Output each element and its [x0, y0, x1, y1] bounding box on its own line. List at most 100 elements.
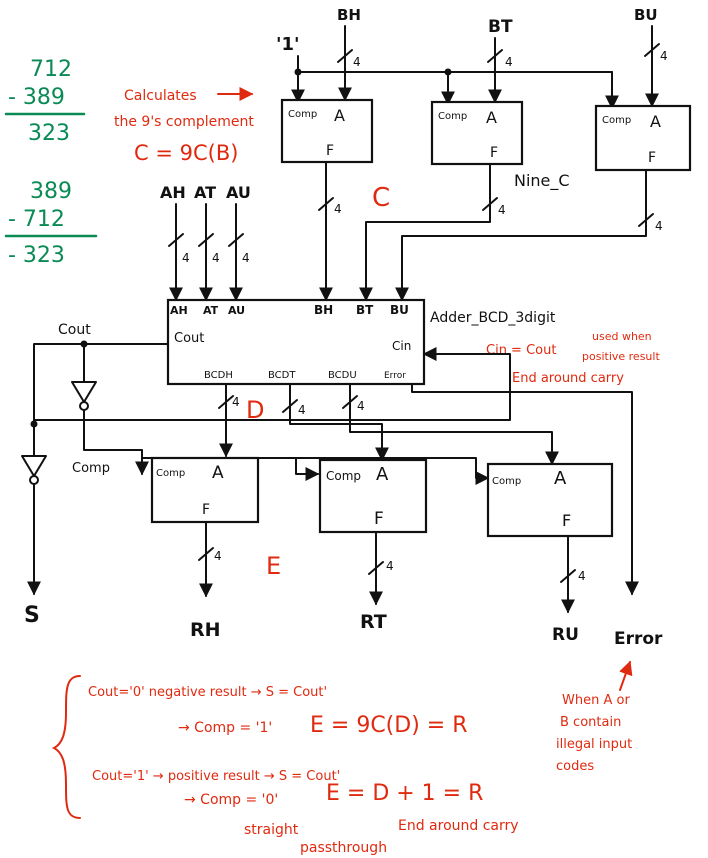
bus-slash	[342, 395, 358, 409]
complement-block-u-comp: Comp	[602, 115, 631, 126]
bus-slash	[282, 399, 298, 413]
c-t-wire	[359, 163, 491, 302]
rule-negative-line1: Cout='0' negative result → S = Cout'	[88, 685, 327, 700]
output-block-u-box	[486, 462, 614, 538]
bus-width-label: 4	[505, 55, 513, 69]
rule-negative-line2: → Comp = '1'	[178, 720, 272, 736]
error-note: When A or B contain illegal input codes	[556, 693, 632, 774]
bus-slash	[198, 233, 214, 247]
complement-block-u-f: F	[648, 150, 656, 166]
rule-positive-line1: Cout='1' → positive result → S = Cout'	[92, 769, 340, 784]
cout-label: Cout	[58, 322, 91, 338]
error-note-line: B contain	[560, 715, 621, 730]
input-au-label: AU	[226, 183, 251, 202]
example-positive-a: 712	[30, 57, 72, 82]
bus-width-label: 4	[578, 569, 586, 583]
bus-slash	[168, 233, 184, 247]
complement-block-t-box	[430, 100, 524, 166]
bus-width-label: 4	[298, 403, 306, 417]
adder-block: AH AT AU BH BT BU Cout Cin BCDH BCDT BCD…	[166, 298, 426, 386]
rule-positive-line2: → Comp = '0'	[184, 792, 278, 808]
input-bt-label: BT	[488, 17, 513, 37]
rule-negative-eq: E = 9C(D) = R	[310, 713, 468, 738]
complement-block-h-box	[280, 98, 374, 164]
adder-cout: Cout	[174, 331, 204, 346]
output-block-h-f: F	[202, 502, 210, 518]
bus-width-label: 4	[242, 251, 250, 265]
calc-note-line2: the 9's complement	[114, 114, 254, 130]
c-u-wire	[395, 169, 647, 302]
cin-note-used2: positive result	[582, 350, 660, 363]
bus-width-label: 4	[232, 395, 240, 409]
output-ru-label: RU	[552, 625, 579, 645]
bus-width-label: 4	[182, 251, 190, 265]
error-note-arrow	[619, 660, 633, 691]
bus-slash	[198, 547, 214, 561]
bus-slash	[318, 197, 334, 211]
cin-note-used1: used when	[592, 330, 652, 343]
complement-block-h-a: A	[334, 106, 345, 125]
output-block-h-a: A	[212, 463, 224, 483]
output-block-h-comp: Comp	[156, 468, 185, 479]
adder-cin: Cin	[392, 339, 411, 353]
calc-note: Calculates the 9's complement C = 9C(B)	[114, 87, 254, 165]
stage-e-label: E	[266, 552, 281, 580]
output-rh-label: RH	[190, 619, 221, 641]
output-s-label: S	[24, 603, 40, 628]
inverter-s-icon	[21, 455, 47, 477]
bus-slash	[337, 49, 353, 63]
comp-label: Comp	[72, 461, 110, 476]
example-positive-result: 323	[28, 121, 70, 146]
adder-out-h: BCDH	[204, 370, 233, 381]
input-ah-label: AH	[160, 183, 186, 202]
bus-slash	[482, 197, 498, 211]
adder-in-au: AU	[228, 304, 245, 317]
input-bu-label: BU	[634, 6, 658, 24]
cin-note: Cin = Cout used when positive result End…	[486, 330, 660, 386]
d-t-wire	[289, 383, 389, 462]
output-block-t-a: A	[376, 464, 389, 485]
input-one-label: '1'	[276, 34, 300, 55]
complement-block-h: Comp A F	[280, 98, 374, 164]
output-block-h: Comp A F	[150, 456, 260, 524]
example-negative-a: 389	[30, 179, 72, 204]
error-note-line: codes	[556, 759, 594, 774]
complement-block-t-comp: Comp	[438, 111, 467, 122]
rule-eac: End around carry	[398, 818, 519, 834]
rule-pass-line1: straight	[244, 822, 299, 838]
complement-block-h-comp: Comp	[288, 109, 317, 120]
cin-junction	[30, 420, 38, 428]
adder-in-ah: AH	[170, 304, 188, 317]
nine-c-label: Nine_C	[514, 171, 570, 191]
example-negative-b: - 712	[8, 207, 65, 232]
bus-width-label: 4	[386, 559, 394, 573]
rule-positive-eq: E = D + 1 = R	[326, 781, 483, 806]
output-block-h-box	[150, 456, 260, 524]
calc-note-line1: Calculates	[124, 88, 197, 104]
complement-block-t-a: A	[486, 108, 497, 127]
bus-width-label: 4	[357, 399, 365, 413]
complement-block-t: Comp A F	[430, 100, 524, 166]
adder-err: Error	[384, 371, 406, 381]
cout-wire	[33, 343, 169, 457]
error-note-line: illegal input	[556, 737, 632, 752]
rules: Cout='0' negative result → S = Cout' → C…	[88, 685, 519, 856]
bus-width-label: 4	[214, 549, 222, 563]
complement-block-h-f: F	[326, 143, 334, 159]
output-block-u-a: A	[554, 468, 567, 489]
output-block-u-comp: Comp	[492, 476, 521, 487]
complement-block-t-f: F	[490, 145, 498, 161]
rule-pass-line2: passthrough	[300, 840, 387, 856]
input-at-label: AT	[194, 183, 216, 202]
bus-width-label: 4	[655, 219, 663, 233]
output-block-t-box	[318, 458, 428, 534]
bus-width-label: 4	[353, 55, 361, 69]
bus-slash	[368, 561, 384, 575]
output-block-u-f: F	[562, 511, 571, 530]
comp-bus	[83, 409, 149, 476]
bus-slash	[644, 43, 660, 57]
inverter-s-bubble	[29, 475, 39, 485]
adder-in-bu: BU	[390, 303, 409, 317]
adder-in-at: AT	[203, 304, 219, 317]
